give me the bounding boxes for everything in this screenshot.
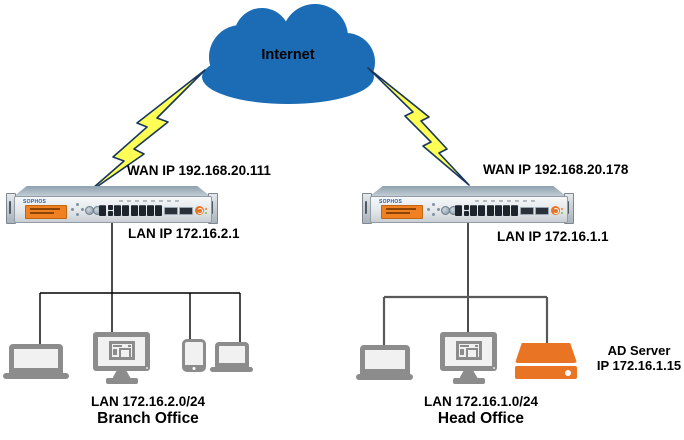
home-button-dot	[192, 367, 196, 370]
usb-ports	[107, 205, 113, 216]
monitor-foot	[105, 378, 138, 384]
browser-window-glyph	[455, 341, 482, 360]
usb-ports	[463, 205, 469, 216]
power-led-dot	[492, 366, 495, 369]
phone-body	[182, 339, 206, 372]
laptop-icon	[3, 344, 69, 379]
ad-server-name: AD Server	[607, 343, 671, 358]
appliance-top-face	[370, 186, 566, 196]
nav-buttons	[427, 203, 458, 217]
port-labels	[475, 200, 535, 202]
port-row	[99, 204, 207, 217]
branch-wan-ip-label: WAN IP 192.168.20.111	[127, 163, 271, 178]
branch-office-caption: LAN 172.16.2.0/24 Branch Office	[60, 394, 236, 428]
port-labels	[119, 200, 179, 202]
status-leds	[205, 207, 207, 214]
ethernet-port-pair	[470, 205, 485, 216]
laptop-base	[356, 374, 413, 380]
branch-lan-ip-label: LAN IP 172.16.2.1	[128, 226, 240, 241]
sfp-port	[179, 206, 193, 215]
sophos-brand-label: SOPHOS	[23, 199, 47, 205]
ad-server-ip: IP 172.16.1.15	[596, 357, 682, 373]
ethernet-port-pair	[503, 205, 518, 216]
laptop-base	[210, 367, 253, 372]
monitor-stand	[459, 371, 478, 378]
branch-lan-lines	[39, 221, 241, 345]
appliance-front-panel: SOPHOS	[14, 196, 212, 223]
power-led-dot	[145, 366, 148, 369]
laptop-base	[3, 373, 69, 379]
appliance-front-panel: SOPHOS	[370, 196, 568, 223]
smartphone-icon	[182, 339, 206, 372]
monitor-screen	[93, 332, 150, 371]
sophos-logo-icon	[550, 206, 560, 215]
status-leds	[561, 207, 563, 214]
laptop-icon	[210, 342, 253, 372]
internet-cloud-icon	[202, 4, 375, 104]
sfp-port	[519, 206, 534, 215]
sfp-port	[163, 206, 178, 215]
branch-firewall-appliance: SOPHOS	[6, 186, 218, 224]
lcd-display	[381, 205, 423, 219]
sophos-brand-label: SOPHOS	[379, 199, 403, 205]
ethernet-port-pair	[147, 205, 162, 216]
head-lan-ip-label: LAN IP 172.16.1.1	[497, 229, 609, 244]
head-wan-ip-label: WAN IP 192.168.20.178	[483, 162, 629, 177]
ad-server-icon	[515, 343, 577, 379]
laptop-screen	[9, 344, 63, 373]
head-office-caption: LAN 172.16.1.0/24 Head Office	[393, 394, 569, 428]
mgmt-ethernet-port	[455, 205, 462, 216]
ethernet-port-pair	[114, 205, 129, 216]
laptop-screen	[214, 342, 249, 367]
server-drive-bay	[515, 366, 577, 379]
port-row	[455, 204, 563, 217]
internet-label: Internet	[261, 47, 315, 63]
branch-site-name: Branch Office	[97, 410, 199, 427]
head-firewall-appliance: SOPHOS	[362, 186, 574, 224]
ad-server-label: AD Server IP 172.16.1.15	[592, 343, 684, 373]
ethernet-port-pair	[130, 205, 146, 216]
browser-window-glyph	[108, 341, 135, 360]
monitor-stand	[112, 371, 131, 378]
nav-buttons	[71, 203, 102, 217]
head-lan-bus-lines	[382, 295, 549, 346]
desktop-computer-icon	[93, 332, 150, 384]
monitor-foot	[452, 378, 485, 384]
server-top	[515, 343, 577, 363]
branch-subnet-label: LAN 172.16.2.0/24	[90, 394, 206, 409]
lcd-display	[25, 205, 67, 219]
sfp-port	[535, 206, 549, 215]
appliance-top-face	[14, 186, 210, 196]
laptop-icon	[356, 345, 413, 380]
head-subnet-label: LAN 172.16.1.0/24	[423, 394, 539, 409]
monitor-screen	[440, 332, 497, 371]
desktop-computer-icon	[440, 332, 497, 384]
sophos-logo-icon	[194, 206, 204, 215]
mgmt-ethernet-port	[99, 205, 106, 216]
ethernet-port-pair	[486, 205, 502, 216]
head-site-name: Head Office	[437, 410, 525, 427]
laptop-screen	[359, 345, 410, 374]
server-led-dot	[565, 369, 571, 376]
lightning-bolt-right-icon	[367, 67, 470, 186]
